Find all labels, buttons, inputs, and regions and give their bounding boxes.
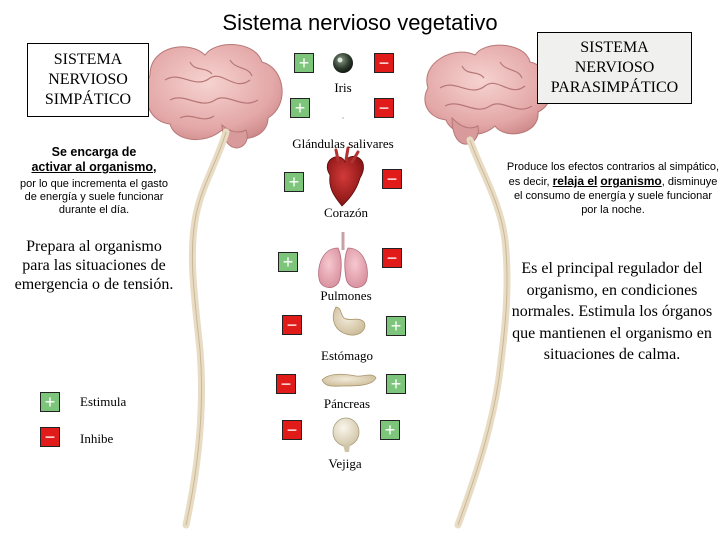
sympathetic-description: por lo que incrementa el gasto de energí…	[20, 178, 168, 216]
legend-stimulates-label: Estimula	[80, 394, 127, 409]
parasympathetic-desc-post: , disminuye el consumo de energía y suel…	[513, 176, 718, 216]
parasympathetic-desc-bold2: organismo	[600, 174, 662, 188]
bladder-sympathetic-sign: −	[282, 420, 302, 440]
right-brain-icon	[424, 44, 552, 145]
pancreas-parasympathetic-sign: +	[386, 374, 406, 394]
left-spinal-cord	[182, 128, 230, 529]
parasympathetic-desc-pre: Produce los efectos contrarios al simpát…	[506, 161, 720, 188]
sympathetic-heading-pre: Se encarga de	[51, 145, 137, 159]
pancreas-label: Páncreas	[323, 396, 371, 411]
heart-icon	[327, 146, 364, 207]
iris-sympathetic-sign: +	[294, 53, 314, 73]
heart-parasympathetic-sign: −	[382, 169, 402, 189]
lungs-label: Pulmones	[320, 288, 372, 303]
sympathetic-prepares: Prepara al organismo para las situacione…	[14, 238, 174, 293]
salivary-parasympathetic-sign: −	[374, 98, 394, 118]
stomach-parasympathetic-sign: +	[386, 316, 406, 336]
legend-stimulates-symbol: +	[40, 392, 60, 412]
eye-icon	[333, 53, 353, 73]
left-brain-icon	[145, 44, 283, 149]
parasympathetic-description: Produce los efectos contrarios al simpát…	[506, 160, 720, 217]
salivary-label: Glándulas salivares	[292, 136, 394, 151]
pancreas-icon	[321, 373, 377, 387]
parasympathetic-desc-bold1: relaja el	[552, 174, 598, 188]
page-title: Sistema nervioso vegetativo	[222, 10, 498, 35]
lungs-parasympathetic-sign: −	[382, 248, 402, 268]
sympathetic-heading: Se encarga de activar al organismo,	[20, 145, 168, 175]
stomach-sympathetic-sign: −	[282, 315, 302, 335]
sympathetic-title-box: SISTEMA NERVIOSO SIMPÁTICO	[27, 43, 149, 117]
heart-sympathetic-sign: +	[284, 172, 304, 192]
heart-label: Corazón	[323, 205, 369, 220]
right-spinal-cord	[454, 136, 511, 529]
lungs-sympathetic-sign: +	[278, 252, 298, 272]
pancreas-sympathetic-sign: −	[276, 374, 296, 394]
salivary-gland-icon	[342, 117, 344, 119]
stomach-label: Estómago	[321, 348, 373, 363]
legend-inhibits-label: Inhibe	[80, 431, 114, 446]
sympathetic-heading-underlined: activar al organismo	[31, 160, 154, 174]
stomach-icon	[332, 306, 366, 336]
iris-label: Iris	[334, 80, 352, 95]
legend-inhibits-symbol: −	[40, 427, 60, 447]
iris-parasympathetic-sign: −	[374, 53, 394, 73]
sympathetic-heading-post: ,	[153, 160, 157, 174]
parasympathetic-main: Es el principal regulador del organismo,…	[511, 260, 713, 363]
bladder-icon	[332, 417, 360, 452]
lungs-icon	[318, 232, 368, 288]
bladder-parasympathetic-sign: +	[380, 420, 400, 440]
salivary-sympathetic-sign: +	[290, 98, 310, 118]
bladder-label: Vejiga	[328, 456, 362, 471]
parasympathetic-title-box: SISTEMA NERVIOSO PARASIMPÁTICO	[537, 32, 692, 104]
